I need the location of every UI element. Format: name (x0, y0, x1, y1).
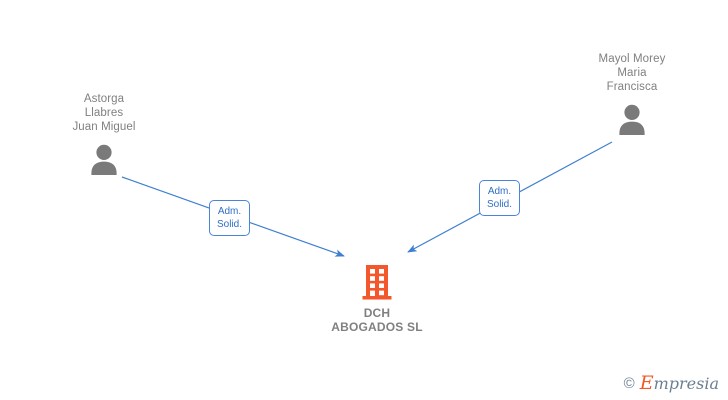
brand-rest: mpresia (653, 374, 719, 393)
person-name-left: Astorga Llabres Juan Miguel (72, 93, 136, 133)
edge-label-left[interactable]: Adm. Solid. (209, 200, 251, 236)
person-node-left[interactable]: Astorga Llabres Juan Miguel (24, 92, 184, 175)
brand-initial: E (639, 372, 654, 394)
company-name-label: DCH ABOGADOS SL (331, 306, 423, 334)
copyright-icon: © (623, 375, 635, 392)
person-icon (91, 144, 117, 175)
person-name-right: Mayol Morey Maria Francisca (598, 53, 666, 93)
empresia-watermark: © Empresia (623, 372, 719, 394)
brand-wordmark: Empresia (639, 372, 719, 394)
building-icon (362, 265, 392, 300)
company-node-center[interactable]: DCH ABOGADOS SL (277, 264, 477, 334)
person-node-right[interactable]: Mayol Morey Maria Francisca (552, 52, 712, 135)
edge-label-right[interactable]: Adm. Solid. (479, 180, 521, 216)
person-icon (619, 104, 645, 135)
